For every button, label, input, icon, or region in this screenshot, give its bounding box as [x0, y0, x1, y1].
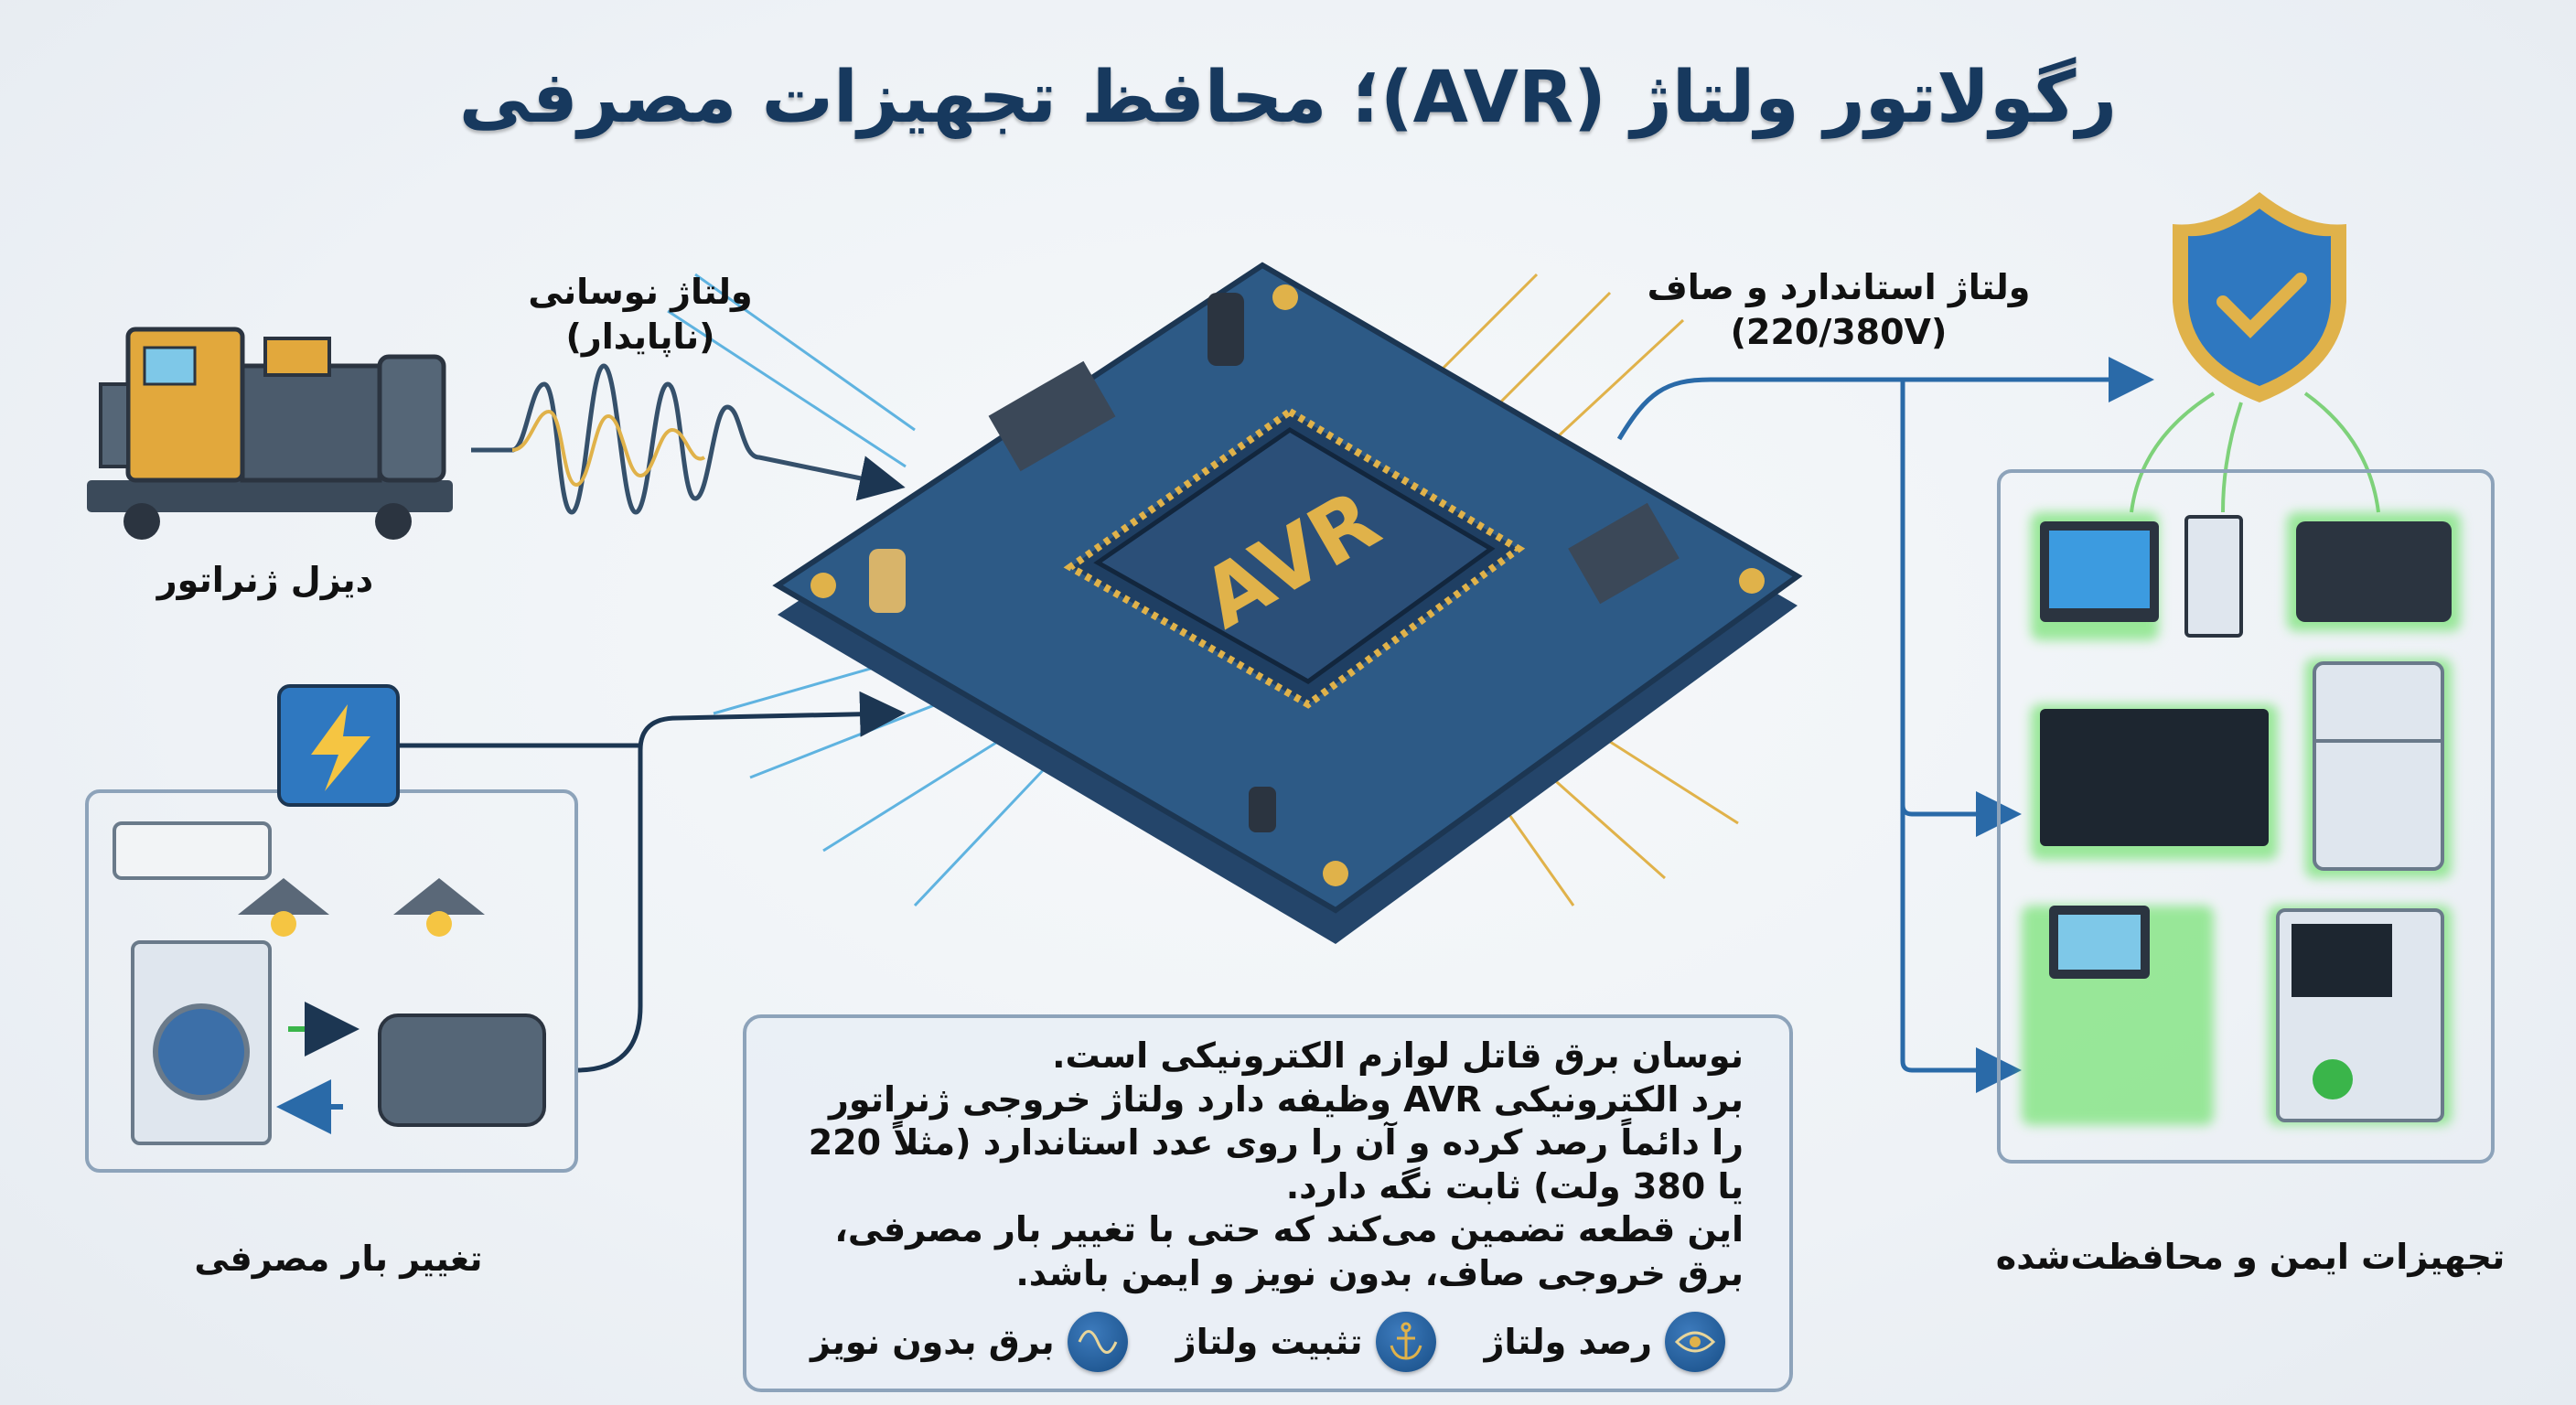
feature-row: رصد ولتاژ تثبیت ولتاژ برق بدون نویز	[792, 1312, 1744, 1372]
eye-icon	[1665, 1312, 1725, 1372]
unstable-voltage-wave	[471, 363, 906, 515]
lamp-icons	[238, 878, 485, 915]
description-box: نوسان برق قاتل لوازم الکترونیکی است. برد…	[743, 1014, 1793, 1392]
protected-label: تجهیزات ایمن و محافظت‌شده	[1995, 1237, 2506, 1277]
lightning-icon	[277, 684, 400, 807]
feature-clean-power: برق بدون نویز	[810, 1312, 1128, 1372]
protected-equipment-box	[1997, 469, 2495, 1164]
load-change-label: تغییر بار مصرفی	[194, 1239, 483, 1279]
feature-monitoring: رصد ولتاژ	[1485, 1312, 1725, 1372]
feature-label: برق بدون نویز	[810, 1322, 1055, 1362]
feature-stabilization: تثبیت ولتاژ	[1176, 1312, 1436, 1372]
generator-icon	[87, 327, 453, 540]
description-line: این قطعه تضمین می‌کند که حتی با تغییر با…	[834, 1209, 1744, 1293]
input-voltage-line2: (ناپایدار)	[565, 316, 715, 358]
output-connectors	[398, 357, 2154, 1093]
output-voltage-line2: (220/380V)	[1730, 312, 1948, 353]
sine-wave-icon	[1067, 1312, 1128, 1372]
appliances	[113, 821, 546, 1145]
page-title: رگولاتور ولتاژ (AVR)؛ محافظ تجهیزات مصرف…	[458, 57, 2118, 139]
shield-icon	[2130, 192, 2380, 513]
pcb-board	[772, 262, 1803, 944]
air-conditioner-icon	[113, 821, 272, 880]
output-voltage-line1: ولتاژ استاندارد و صاف	[1647, 267, 2031, 307]
description-line: نوسان برق قاتل لوازم الکترونیکی است.	[1052, 1035, 1744, 1076]
input-voltage-label: ولتاژ نوسانی (ناپایدار)	[503, 270, 778, 360]
description-line: برد الکترونیکی AVR وظیفه دارد ولتاژ خروج…	[808, 1078, 1744, 1207]
anchor-icon	[1375, 1312, 1436, 1372]
feature-label: رصد ولتاژ	[1484, 1322, 1652, 1362]
description-text: نوسان برق قاتل لوازم الکترونیکی است. برد…	[792, 1035, 1744, 1295]
motor-icon	[378, 1014, 546, 1127]
feature-label: تثبیت ولتاژ	[1175, 1322, 1363, 1362]
tablet-icon	[2296, 521, 2452, 622]
protected-devices	[2022, 512, 2461, 1125]
input-voltage-line1: ولتاژ نوسانی	[528, 272, 753, 312]
tv-icon	[2040, 709, 2269, 846]
fridge-icon	[2313, 661, 2444, 871]
output-voltage-label: ولتاژ استاندارد و صاف (220/380V)	[1628, 265, 2049, 356]
generator-label: دیزل ژنراتور	[156, 560, 374, 600]
